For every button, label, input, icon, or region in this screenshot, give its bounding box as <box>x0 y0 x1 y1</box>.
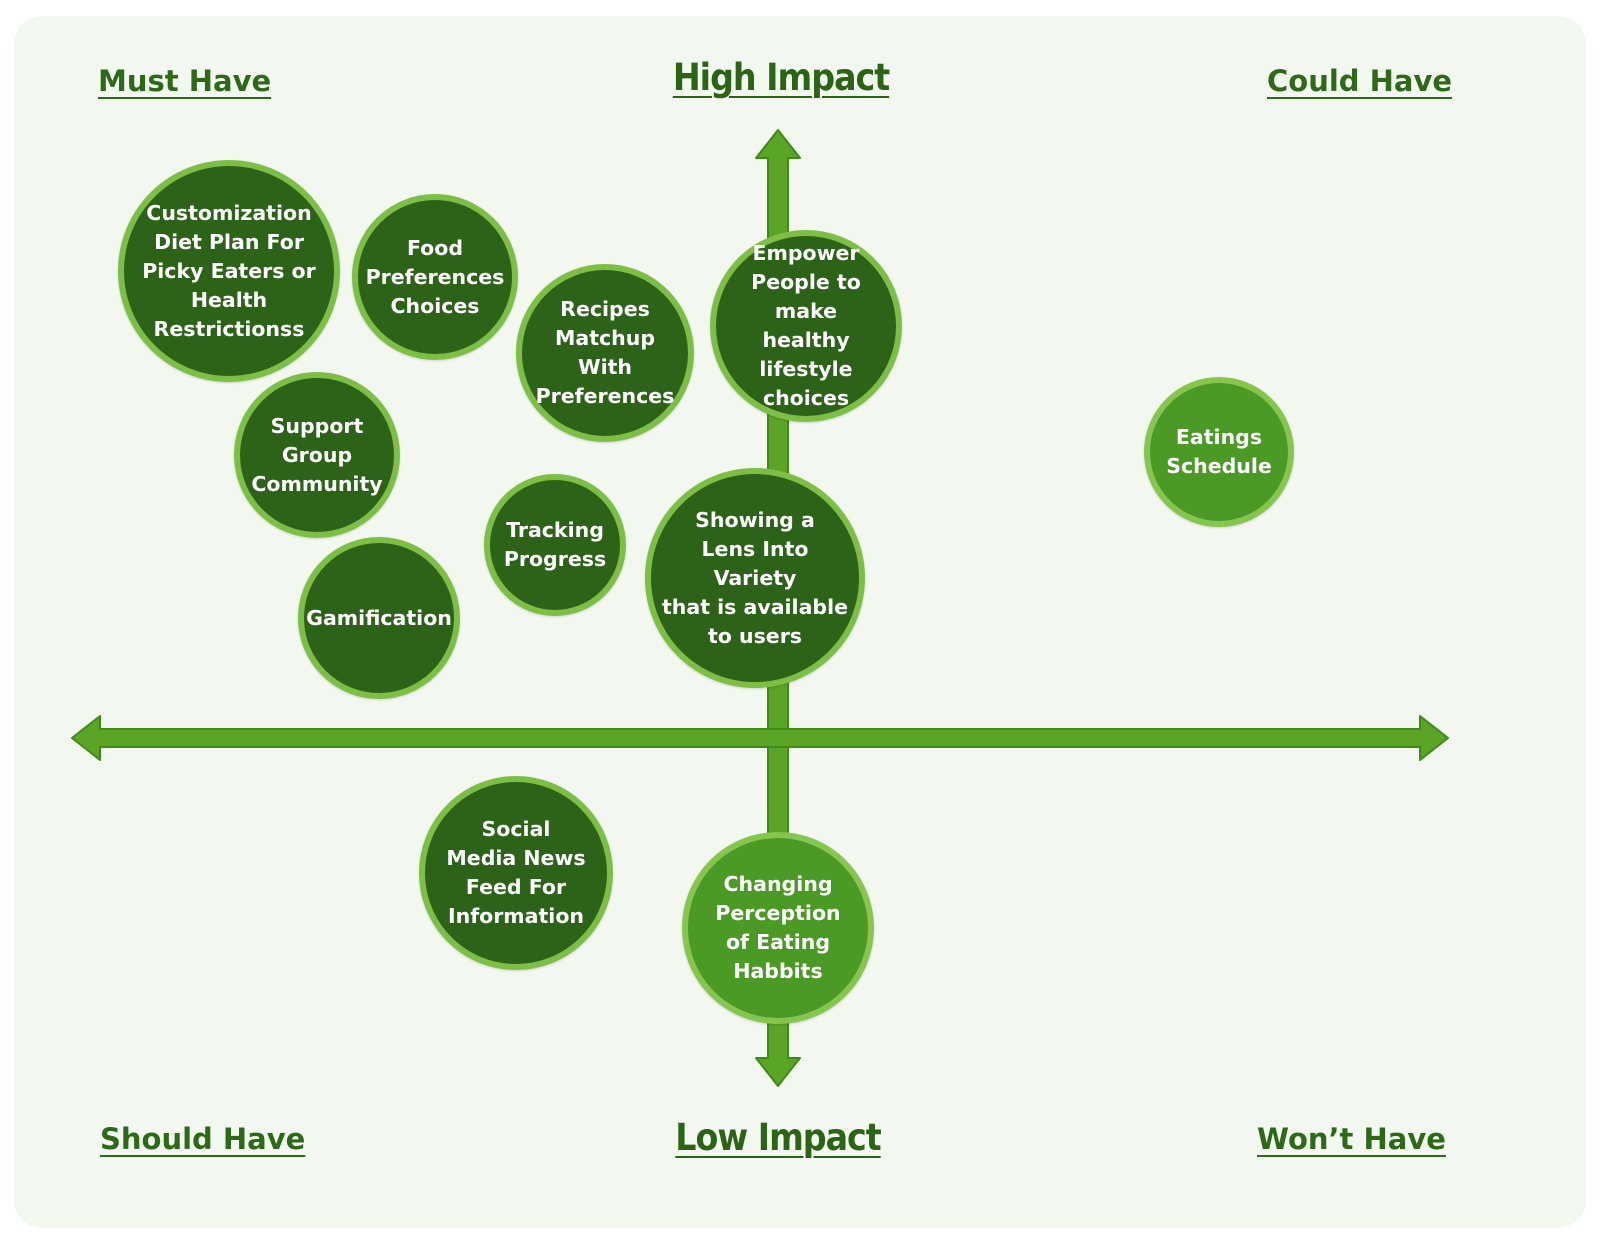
bubble-text: Changing Perception of Eating Habbits <box>715 872 841 983</box>
bubble-text: Food Preferences Choices <box>365 235 505 318</box>
bubble-changing-perception: Changing Perception of Eating Habbits <box>682 832 874 1024</box>
bubble-text: Recipes Matchup With Preferences <box>535 297 675 408</box>
bubble-text: Showing a Lens Into Variety that is avai… <box>661 507 849 648</box>
bubble-customization: Customization Diet Plan For Picky Eaters… <box>118 160 340 382</box>
bubble-text: Eatings Schedule <box>1166 425 1272 478</box>
bubble-text: Gamification <box>306 605 452 630</box>
bubble-food-preferences: Food Preferences Choices <box>352 194 518 360</box>
bubble-text: Empower People to make healthy lifestyle… <box>751 241 861 410</box>
axis-title-low-impact: Low Impact <box>675 1116 881 1159</box>
horizontal-axis-arrow <box>71 715 1449 761</box>
bubble-eatings-schedule: Eatings Schedule <box>1144 377 1294 527</box>
bubble-recipes: Recipes Matchup With Preferences <box>516 264 694 442</box>
axis-title-high-impact: High Impact <box>672 56 890 99</box>
bubble-text: Social Media News Feed For Information <box>446 817 586 928</box>
quadrant-label-could-have: Could Have <box>1267 64 1453 98</box>
bubble-text: Tracking Progress <box>503 518 607 571</box>
bubble-showing-lens: Showing a Lens Into Variety that is avai… <box>645 468 865 688</box>
quadrant-label-wont-have: Won’t Have <box>1257 1122 1446 1156</box>
bubble-tracking: Tracking Progress <box>484 474 626 616</box>
bubble-text: Support Group Community <box>251 413 383 496</box>
quadrant-label-should-have: Should Have <box>100 1122 306 1156</box>
bubble-text: Customization Diet Plan For Picky Eaters… <box>142 200 316 341</box>
bubble-social-media: Social Media News Feed For Information <box>419 776 613 970</box>
bubble-gamification: Gamification <box>298 537 460 699</box>
quadrant-label-must-have: Must Have <box>98 64 272 98</box>
bubble-support-group: Support Group Community <box>234 372 400 538</box>
bubble-empower: Empower People to make healthy lifestyle… <box>710 230 902 422</box>
